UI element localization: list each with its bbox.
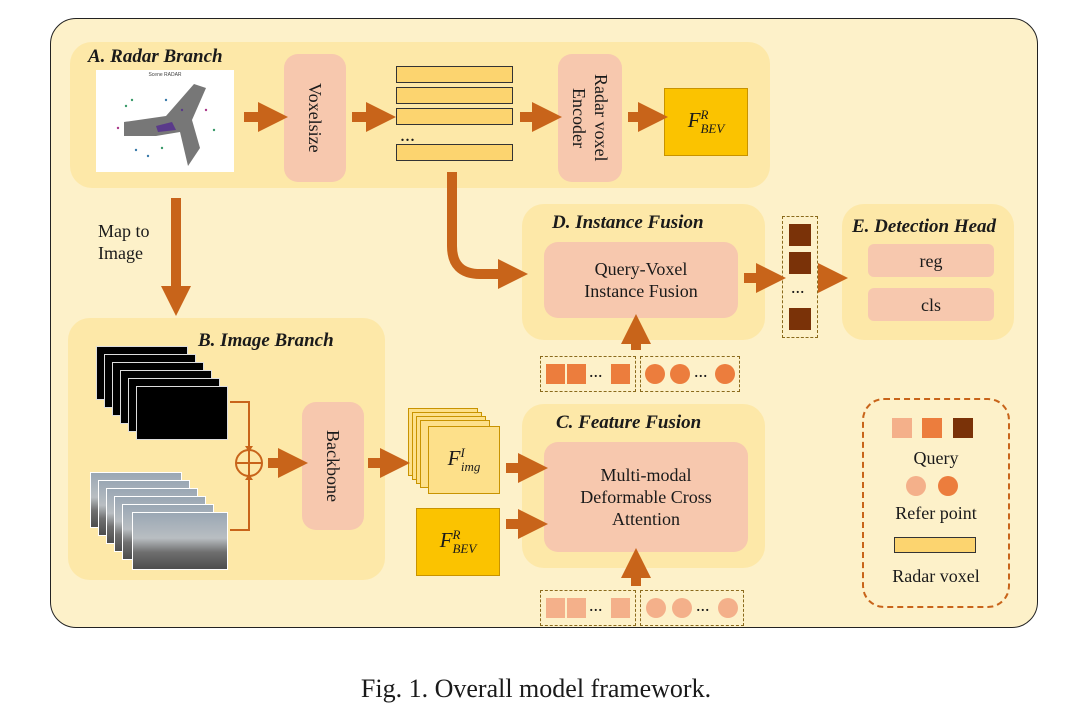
radar-scene-drawing xyxy=(116,84,216,166)
legend-query-label: Query xyxy=(913,448,959,468)
legend-refer-light xyxy=(906,476,926,496)
arrow-voxels-to-instance-fusion xyxy=(447,172,528,289)
refer-point-circle xyxy=(672,598,692,618)
radar-plot-title: Scene RADAR xyxy=(148,72,182,78)
voxelsize-label: Voxelsize xyxy=(305,83,325,153)
radar-voxel-ellipsis: ... xyxy=(400,124,415,146)
legend-query-dark xyxy=(953,418,973,438)
query-ellipsis: ... xyxy=(589,595,603,615)
bev-feature-label: FRBEV xyxy=(687,107,725,136)
detection-head-title: E. Detection Head xyxy=(852,216,997,237)
refer-point-circle xyxy=(646,598,666,618)
bev-feature-input: FRBEV xyxy=(416,508,500,576)
feature-query-group xyxy=(540,590,636,626)
connector-frames-to-sum xyxy=(230,401,250,450)
legend-radar-voxel-bar xyxy=(894,537,976,553)
reg-label: reg xyxy=(919,250,943,271)
voxelsize-box: Voxelsize xyxy=(284,54,346,182)
radar-projection-frame xyxy=(136,386,228,440)
refer-point-circle xyxy=(645,364,665,384)
radar-voxel-encoder-label: Radar voxel Encoder xyxy=(569,74,611,162)
instance-query-group xyxy=(540,356,636,392)
deformable-attention-box: Multi-modal Deformable Cross Attention xyxy=(544,442,748,552)
connector-photos-to-sum xyxy=(230,476,250,531)
legend-radar-voxel-label: Radar voxel xyxy=(892,566,980,586)
legend-refer-mid xyxy=(938,476,958,496)
deformable-attention-label: Multi-modal Deformable Cross Attention xyxy=(580,465,712,529)
radar-branch-title: A. Radar Branch xyxy=(88,46,223,67)
feature-fusion-title: C. Feature Fusion xyxy=(556,412,702,433)
figure-caption: Fig. 1. Overall model framework. xyxy=(360,674,712,703)
image-feature: FIimg xyxy=(428,426,500,494)
refer-point-circle xyxy=(670,364,690,384)
cls-label: cls xyxy=(921,294,941,315)
camera-image xyxy=(132,512,228,570)
backbone-box: Backbone xyxy=(302,402,364,530)
query-square xyxy=(546,364,565,384)
image-feature-label: FIimg xyxy=(447,445,481,474)
radar-voxel-encoder-box: Radar voxel Encoder xyxy=(558,54,622,182)
feature-refer-point-group xyxy=(640,590,744,626)
radar-bev-feature: FRBEV xyxy=(664,88,748,156)
radar-voxel-bar xyxy=(396,87,513,104)
refer-point-ellipsis: ... xyxy=(694,361,708,381)
query-voxel-fusion-label: Query-Voxel Instance Fusion xyxy=(584,259,698,301)
query-square xyxy=(611,598,630,618)
radar-voxel-bar xyxy=(396,66,513,83)
reg-box: reg xyxy=(868,244,994,277)
backbone-label: Backbone xyxy=(323,430,343,502)
bev-feature-label: FRBEV xyxy=(439,527,477,556)
query-voxel-fusion-box: Query-Voxel Instance Fusion xyxy=(544,242,738,318)
output-query-square xyxy=(789,224,811,246)
refer-point-circle xyxy=(718,598,738,618)
cls-box: cls xyxy=(868,288,994,321)
legend-query-mid xyxy=(922,418,942,438)
refer-point-circle xyxy=(715,364,735,384)
query-square xyxy=(567,364,586,384)
output-query-square xyxy=(789,252,811,274)
output-query-ellipsis: ... xyxy=(791,277,805,297)
query-square xyxy=(611,364,630,384)
output-query-square xyxy=(789,308,811,330)
legend xyxy=(862,398,1010,608)
query-square xyxy=(567,598,586,618)
radar-point-cloud-image: Scene RADAR xyxy=(96,70,234,172)
legend-refer-point-label: Refer point xyxy=(895,503,977,523)
refer-point-ellipsis: ... xyxy=(696,595,710,615)
image-branch-title: B. Image Branch xyxy=(198,330,334,351)
instance-fusion-title: D. Instance Fusion xyxy=(552,212,704,233)
instance-refer-point-group xyxy=(640,356,740,392)
query-ellipsis: ... xyxy=(589,361,603,381)
query-square xyxy=(546,598,565,618)
legend-query-light xyxy=(892,418,912,438)
radar-voxel-bar xyxy=(396,108,513,125)
map-to-image-label: Map to Image xyxy=(98,221,150,263)
radar-voxel-bar xyxy=(396,144,513,161)
